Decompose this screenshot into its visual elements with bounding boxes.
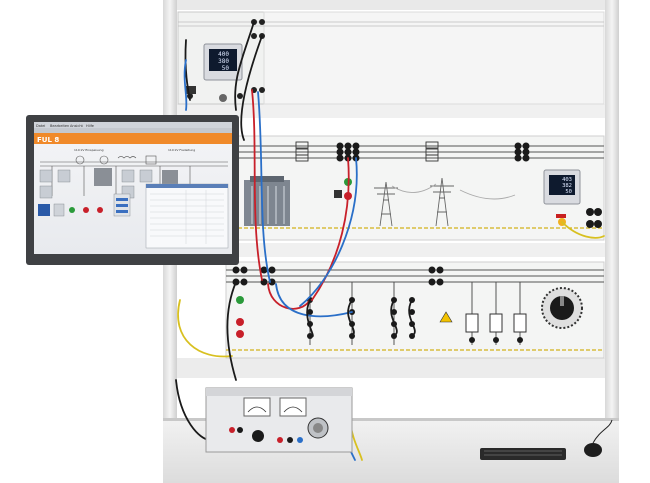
mouse-icon <box>584 419 613 457</box>
lower-panel <box>225 261 605 359</box>
settings-dialog[interactable] <box>145 183 229 249</box>
meter-icon: 403 382 50 <box>543 169 581 205</box>
meter-top-line-2: 380 <box>218 58 229 65</box>
menu-item[interactable]: Hilfe <box>86 124 94 128</box>
app-title: FUL 8 <box>37 136 59 144</box>
transformer-icon <box>244 176 290 226</box>
menu-item[interactable]: Datei <box>36 124 45 128</box>
rotary-knob-icon <box>541 287 583 329</box>
menu-item[interactable]: Bearbeiten <box>50 124 69 128</box>
meter-right-line-1: 403 <box>562 177 572 183</box>
middle-panel: 403 382 50 <box>231 135 605 241</box>
keyboard-icon <box>480 448 566 460</box>
meter-right-line-2: 382 <box>562 183 572 189</box>
diagram-label: 110 kV Einspeisung <box>74 148 104 152</box>
meter-top-line-3: 50 <box>222 65 230 72</box>
pylon-icon <box>374 177 516 227</box>
diagram-label: 110 kV Freileitung <box>168 148 195 152</box>
monitor-icon: Datei Bearbeiten Ansicht Hilfe FUL 8 110… <box>26 115 239 265</box>
patch-wires <box>175 21 605 461</box>
power-supply-unit <box>205 387 353 453</box>
meter-top-line-1: 400 <box>218 51 229 58</box>
meter-icon: 400 380 50 <box>203 43 243 81</box>
top-panel: 400 380 50 <box>177 11 605 105</box>
menu-item[interactable]: Ansicht <box>70 124 84 128</box>
meter-right-line-3: 50 <box>565 189 572 195</box>
rack-frame <box>163 0 619 483</box>
app-title-bar <box>34 133 232 144</box>
